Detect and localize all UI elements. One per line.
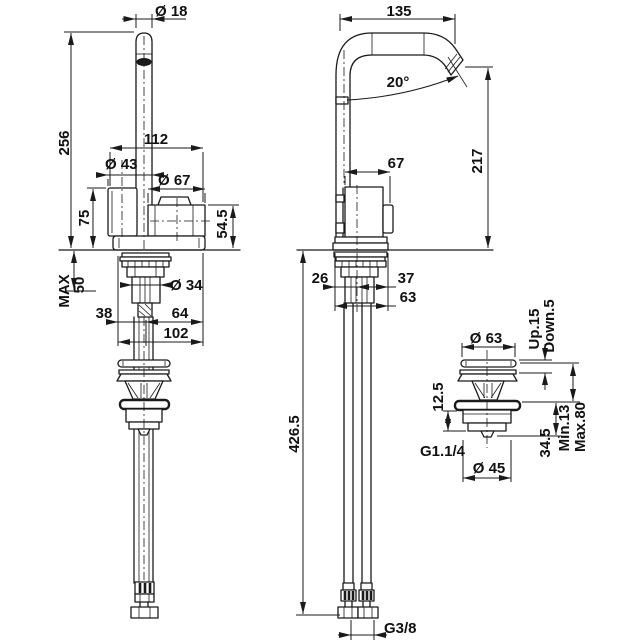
mounting-hardware-front [333, 251, 388, 304]
dim-label-cartridge-diameter: Ø 43 [105, 156, 138, 173]
dim-label-body-width-front: 67 [388, 155, 405, 172]
dim-label-flange-depth: 12.5 [430, 382, 447, 411]
dim-body-diameter: Ø 67 [147, 172, 206, 203]
dim-spout-height: 217 [465, 66, 493, 248]
centerlines-side [121, 36, 210, 580]
dim-label-travel-up: Up.15 [526, 309, 543, 350]
dim-label-supply-thread: G3/8 [384, 620, 417, 637]
dim-spout-body-height: 54.5 [208, 204, 239, 248]
dim-label-spout-tip-diameter: Ø 18 [155, 3, 188, 20]
dim-label-waste-body-height: 34.5 [537, 428, 554, 457]
dim-label-front-offset: 64 [172, 305, 189, 322]
dim-label-handle-height: 75 [76, 210, 93, 227]
dim-supply-thread: G3/8 [338, 620, 417, 640]
dim-label-deck-min: Min.13 [556, 405, 573, 452]
faucet-body-side [107, 187, 206, 251]
dim-label-body-diameter: Ø 67 [158, 172, 191, 189]
dim-shank-diameter: Ø 34 [120, 277, 203, 294]
hose-fittings-front [337, 582, 379, 619]
dim-hose-drop: 426.5 [286, 251, 340, 616]
dim-spout-tip-diameter: Ø 18 [122, 3, 188, 28]
dim-cartridge-diameter: Ø 43 [96, 156, 164, 186]
dim-label-left-offset: 26 [312, 270, 329, 287]
dim-label-shank-diameter: Ø 34 [170, 277, 203, 294]
dim-label-spout-height: 217 [469, 148, 486, 173]
dim-label-waste-body-diameter: Ø 45 [473, 460, 506, 477]
side-view: Ø 18 256 112 Ø 43 [56, 3, 241, 619]
supply-hoses-front [343, 302, 372, 584]
dim-label-max-deck-thickness: 50 [71, 277, 88, 294]
dim-label-deck-max: Max.80 [572, 402, 589, 452]
faucet-body-front [332, 186, 394, 251]
dim-flange-depth: 12.5 [430, 382, 466, 432]
dim-overall-height: 256 [56, 31, 134, 248]
dim-label-hose-drop: 426.5 [286, 415, 303, 453]
dim-waste-body-height: 34.5 [497, 403, 562, 458]
dim-label-spout-angle: 20° [387, 74, 410, 91]
dim-label-spout-reach: 135 [386, 3, 411, 20]
dim-handle-height: 75 [76, 187, 106, 248]
dim-label-rear-offset: 38 [96, 305, 113, 322]
hose-fitting-side [130, 581, 159, 619]
spout-riser-seam [335, 96, 349, 105]
dim-spout-reach: 135 [339, 3, 456, 44]
dim-label-right-offset: 37 [398, 270, 415, 287]
dim-cap-diameter: Ø 63 [461, 330, 516, 357]
dim-label-overall-height: 256 [56, 130, 73, 155]
dim-label-travel-down: Down.5 [541, 299, 558, 352]
dim-body-width-front: 67 [344, 155, 405, 203]
dim-label-total-offset: 102 [163, 325, 188, 342]
dim-waste-body-diameter: Ø 45 G1.1/4 [420, 440, 512, 482]
front-view: 20° [286, 3, 494, 640]
dim-offsets-below-deck: 38 64 102 [96, 253, 204, 346]
spout-angle-annotation: 20° [346, 56, 468, 101]
dim-max-deck-thickness: MAX 50 [56, 251, 96, 308]
dim-label-max: MAX [56, 274, 73, 307]
waste-detail: Ø 63 Up.15 Down.5 Min.13 Max.80 34.5 [420, 299, 589, 482]
dim-cap-travel: Up.15 Down.5 [519, 299, 558, 390]
dim-base-offsets-front: 26 37 63 [312, 253, 417, 311]
dim-label-waste-thread: G1.1/4 [420, 443, 466, 460]
dim-label-base-width: 63 [400, 289, 417, 306]
dim-body-depth: 112 [109, 131, 204, 202]
waste-cap [457, 359, 518, 382]
dim-deck-range: Min.13 Max.80 [520, 362, 589, 452]
dim-label-spout-body-height: 54.5 [214, 209, 231, 238]
mounting-hardware-side [119, 252, 172, 318]
dim-label-body-depth: 112 [144, 131, 168, 148]
centerlines-front [343, 50, 358, 312]
dim-label-cap-diameter: Ø 63 [470, 330, 503, 347]
